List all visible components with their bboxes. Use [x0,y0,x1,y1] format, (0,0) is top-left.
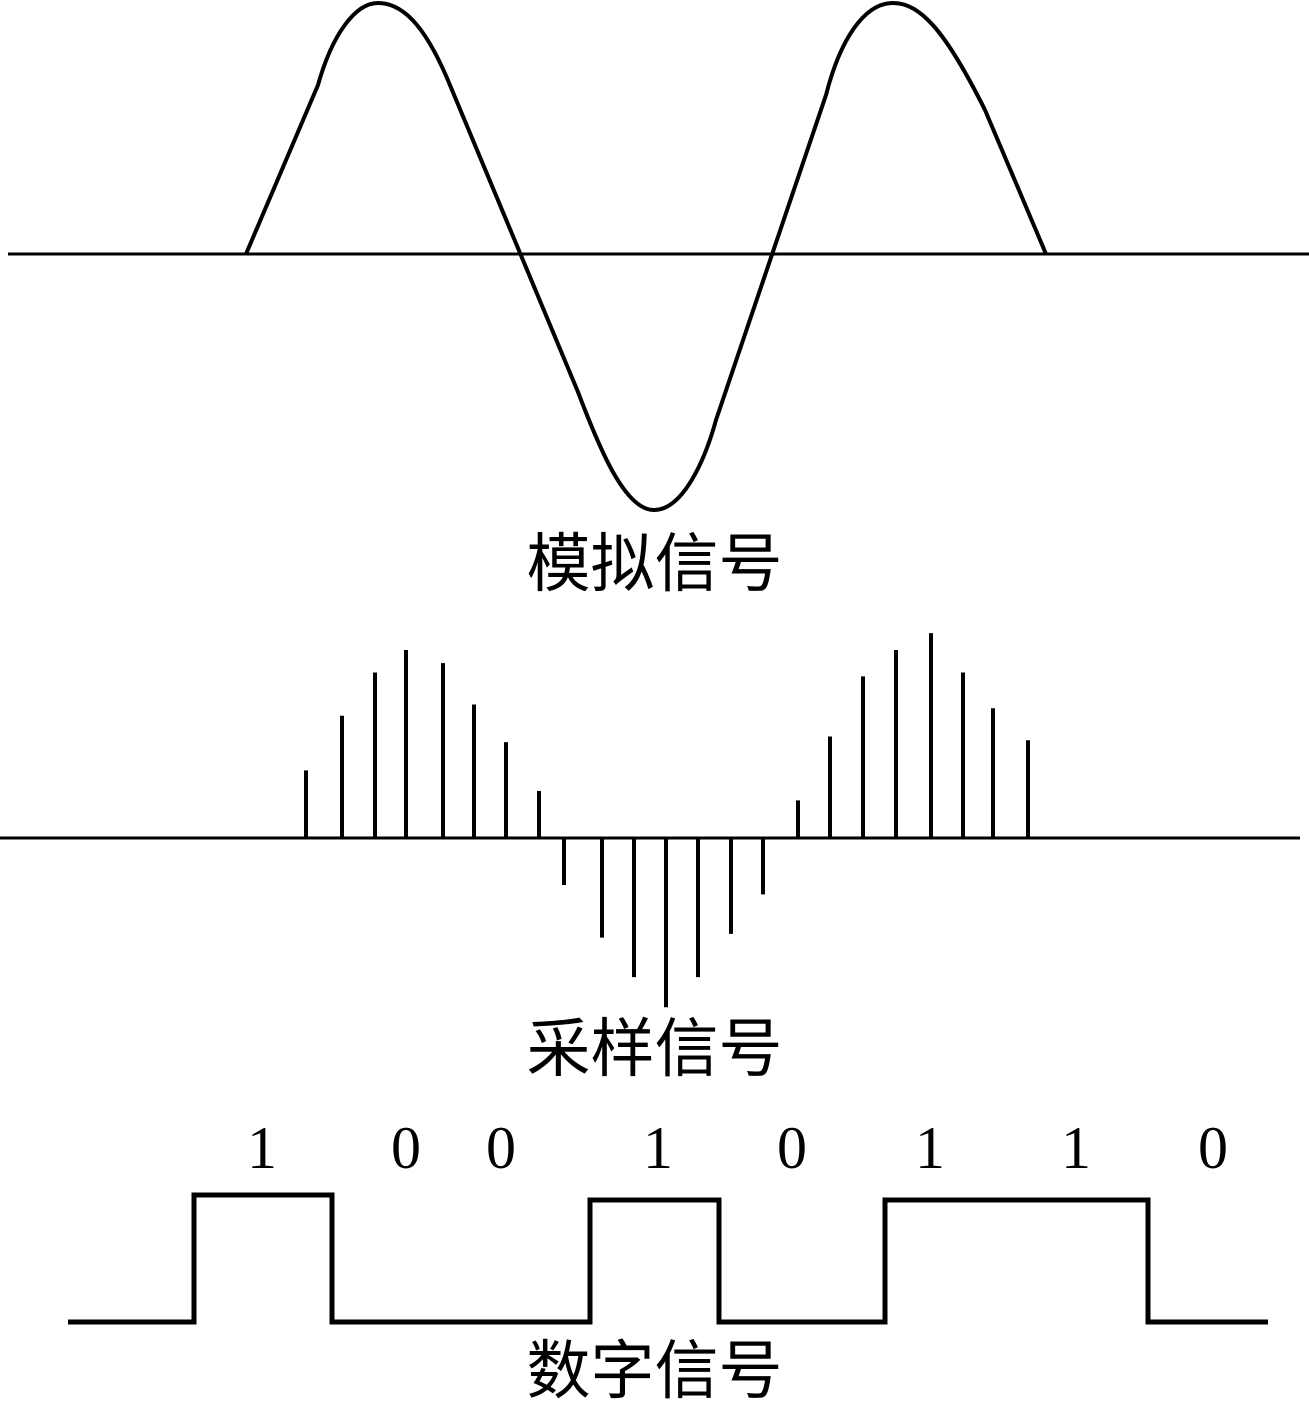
bit-label-4: 0 [777,1115,807,1181]
analog-caption: 模拟信号 [526,528,783,602]
digital-wave [68,1192,1268,1325]
bit-label-0: 1 [247,1115,277,1181]
bit-label-6: 1 [1061,1115,1091,1181]
bit-label-5: 1 [915,1115,945,1181]
bit-label-2: 0 [486,1115,516,1181]
bit-label-7: 0 [1198,1115,1228,1181]
sample-lines [304,633,1030,1008]
sampled-caption: 采样信号 [526,1013,783,1087]
bit-label-3: 1 [643,1115,673,1181]
analog-wave [244,1,1048,512]
digital-caption: 数字信号 [526,1335,783,1409]
bit-label-1: 0 [391,1115,421,1181]
